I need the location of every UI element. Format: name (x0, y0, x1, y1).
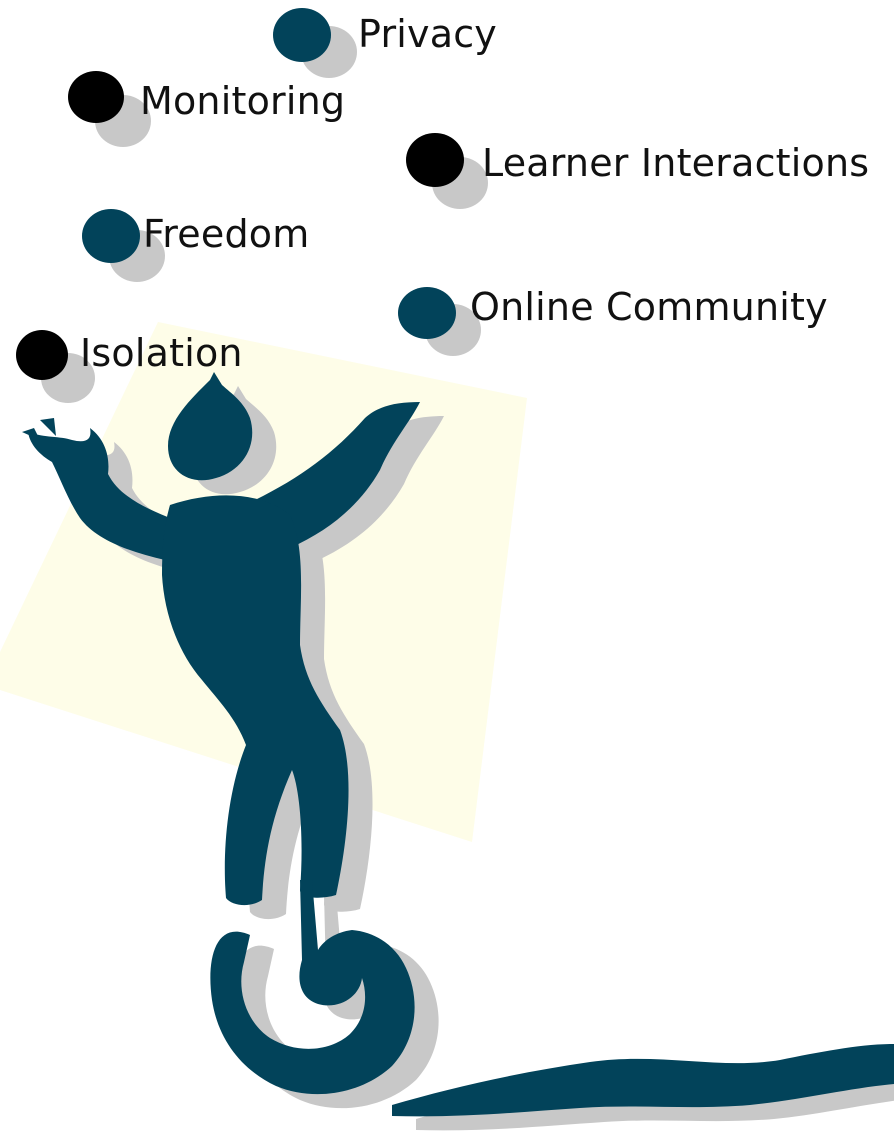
freedom-ball-icon (82, 209, 140, 263)
isolation-ball-icon (16, 330, 68, 380)
monitoring-label: Monitoring (140, 79, 346, 123)
privacy-ball-icon (273, 8, 331, 62)
isolation-label: Isolation (80, 331, 243, 375)
learner-interactions-ball-icon (406, 133, 464, 187)
juggler-right-arm-icon (255, 402, 420, 548)
ground-swoosh-icon (392, 1044, 894, 1117)
juggler-body-icon (162, 495, 349, 906)
unicycle-wheel-icon (210, 880, 415, 1095)
privacy-label: Privacy (358, 12, 497, 56)
monitoring-ball-icon (68, 71, 124, 123)
juggler-head-icon (168, 372, 253, 481)
freedom-label: Freedom (143, 212, 310, 256)
online-community-label: Online Community (470, 285, 828, 329)
juggler-left-arm-icon (28, 428, 175, 560)
learner-interactions-label: Learner Interactions (482, 141, 870, 185)
juggler-figure-icon (22, 372, 894, 1117)
online-community-ball-icon (398, 287, 456, 339)
